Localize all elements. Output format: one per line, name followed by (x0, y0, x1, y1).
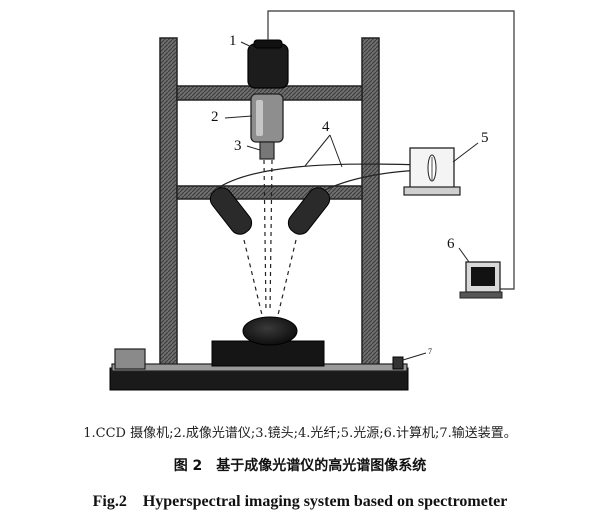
label-fiber: 4 (322, 119, 330, 135)
frame-middle-crossbar (176, 185, 363, 200)
figure-legend: 1.CCD 摄像机;2.成像光谱仪;3.镜头;4.光纤;5.光源;6.计算机;7… (83, 426, 517, 441)
label-ccd: 1 (229, 33, 237, 49)
fiber-head-right (287, 187, 331, 235)
sample (242, 316, 298, 346)
light-ray (243, 239, 263, 316)
view-ray (263, 159, 267, 313)
computer-base (459, 291, 503, 299)
computer-label-leader (458, 247, 470, 263)
imaging-spectrometer (250, 93, 284, 143)
conveyor-label-leader (402, 352, 427, 361)
conveyor-roller (392, 356, 404, 370)
light-source-base (403, 186, 461, 196)
data-cable (267, 10, 515, 290)
label-imaging-spectrometer: 2 (211, 109, 219, 125)
ccd-label-leader (240, 41, 257, 50)
fiber-label-leader (329, 134, 343, 168)
frame-right-post (361, 37, 380, 369)
label-lens: 3 (234, 138, 242, 154)
optical-fiber (214, 163, 421, 191)
figure-caption-chinese: 图 2 基于成像光谱仪的高光谱图像系统 (173, 458, 427, 474)
light-ray (277, 239, 297, 316)
conveyor-motor (114, 348, 146, 370)
spectrometer-label-leader (224, 115, 253, 119)
label-light-source: 5 (481, 130, 489, 146)
ccd-camera (247, 43, 289, 89)
lens (259, 141, 275, 160)
view-ray (269, 159, 273, 313)
figure-caption-english: Fig.2 Hyperspectral imaging system based… (92, 493, 508, 510)
lens-label-leader (246, 145, 261, 151)
label-conveyor: 7 (428, 347, 432, 356)
fiber-head-left (209, 187, 253, 235)
ccd-camera-top (253, 39, 283, 49)
spectrometer-highlight (256, 100, 263, 136)
label-computer: 6 (447, 236, 455, 252)
fiber-label-leader (304, 134, 331, 167)
frame-left-post (159, 37, 178, 369)
system-diagram: 7 4 5 2 3 1 6 (109, 10, 515, 391)
light-source-leader (452, 142, 479, 163)
computer-screen (471, 267, 495, 286)
